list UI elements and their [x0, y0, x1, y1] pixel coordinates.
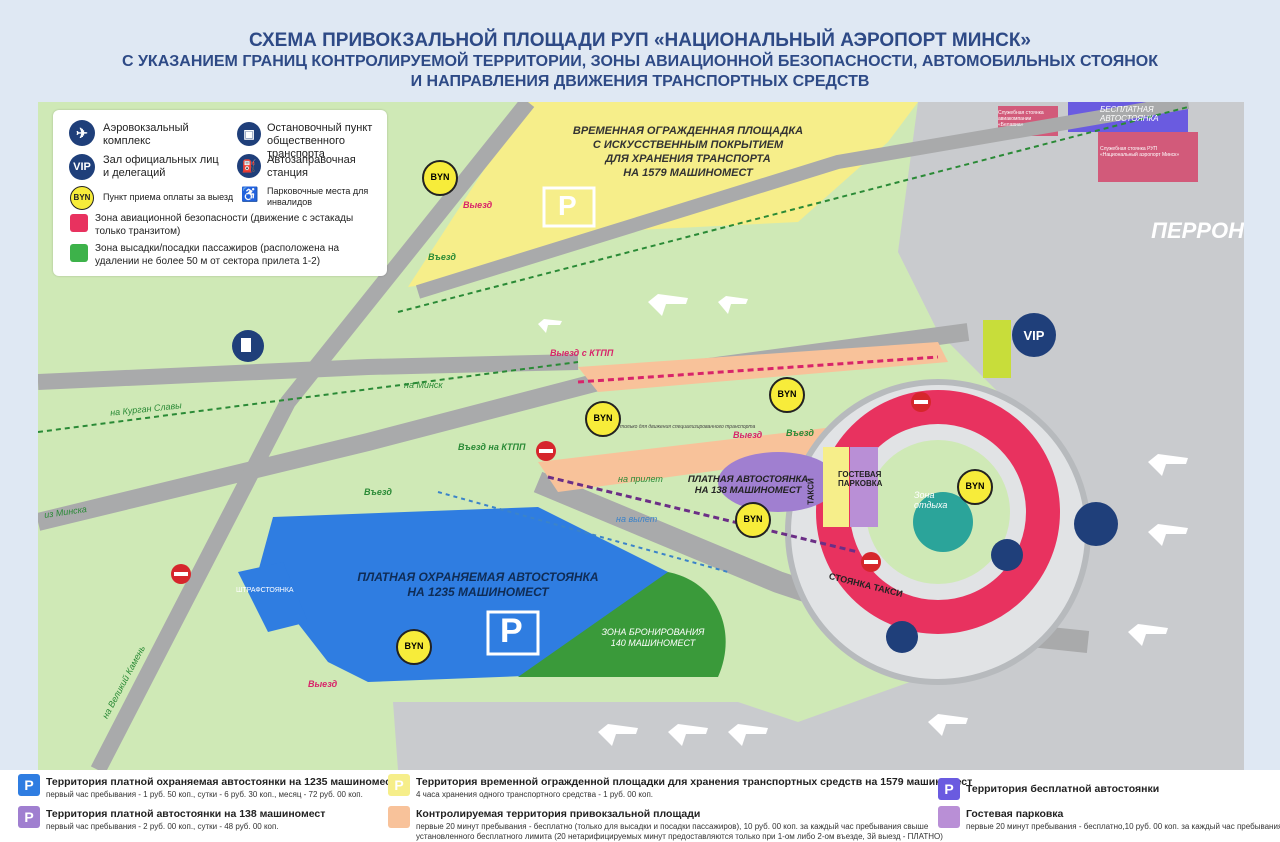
legend-terminal: Аэровокзальный комплекс — [103, 122, 189, 147]
legend-panel: ✈ Аэровокзальный комплекс VIP Зал официа… — [53, 110, 387, 276]
guest-area — [850, 447, 878, 527]
exit-kpp-label: Выезд с КТПП — [550, 348, 614, 358]
vip-icon: VIP — [69, 154, 95, 180]
to-minsk-label: на Минск — [404, 380, 443, 390]
lot138-area — [718, 452, 838, 512]
fuel-icon: ⛽ — [237, 154, 261, 178]
belavia-lot-label: Служебная стоянка авиакомпании «Белавиа» — [998, 110, 1044, 128]
vip-lot — [983, 320, 1011, 378]
legend-bus-stop: Остановочный пункт общественного транспо… — [267, 122, 373, 160]
booking-zone-area — [518, 572, 726, 677]
temp-lot-area — [408, 102, 918, 287]
vip-map-icon — [1012, 313, 1056, 357]
entry-label: Въезд — [428, 252, 456, 262]
title-line-1: СХЕМА ПРИВОКЗАЛЬНОЙ ПЛОЩАДИ РУП «НАЦИОНА… — [248, 30, 1031, 51]
route-pink — [577, 355, 939, 384]
legend-byn: Пункт приема оплаты за выезд — [103, 192, 234, 202]
bottom-legend: P Территория платной охраняемая автостоя… — [0, 770, 1280, 842]
apron-label: ПЕРРОН — [1151, 218, 1244, 243]
parking-icon: P — [938, 778, 960, 800]
to-departure-label: на вылет — [616, 514, 658, 524]
entry-kpp-label: Въезд на КТПП — [458, 442, 526, 452]
bus-map-icon-2 — [886, 621, 918, 653]
special-transport-label: только для движения специализированного … — [620, 424, 756, 430]
legend-fuel: Автозаправочная станция — [267, 154, 356, 179]
route-blue — [437, 491, 729, 573]
legend-vip: Зал официальных лиц и делегаций — [103, 154, 219, 179]
temp-lot-p-letter: P — [558, 190, 577, 221]
title-line-2: С УКАЗАНИЕМ ГРАНИЦ КОНТРОЛИРУЕМОЙ ТЕРРИТ… — [121, 53, 1159, 70]
exit-label: Выезд — [463, 200, 493, 210]
road-top — [415, 102, 1190, 299]
airport-lot-label: Служебная стоянка РУП «Национальный аэро… — [1100, 146, 1180, 158]
parking-icon: P — [18, 774, 40, 796]
airplane-icons — [538, 294, 1188, 746]
title-line-3: И НАПРАВЛЕНИЯ ДВИЖЕНИЯ ТРАНСПОРТНЫХ СРЕД… — [410, 73, 870, 90]
map-canvas — [38, 102, 1244, 770]
rest-zone-label: Зона отдыха — [914, 490, 948, 510]
temp-lot-p — [542, 186, 596, 228]
legend-security-zone: Зона авиационной безопасности (движение … — [95, 213, 354, 237]
byn-label: BYN — [777, 389, 797, 399]
byn-label: BYN — [965, 481, 985, 491]
airport-lot — [1098, 132, 1198, 182]
exit-label-3: Выезд — [733, 430, 763, 440]
legend-dropoff-zone: Зона высадки/посадки пассажиров (располо… — [95, 243, 340, 267]
dropoff-zone-swatch — [70, 244, 88, 262]
vip-map-label: VIP — [1023, 328, 1045, 343]
controlled-swatch — [388, 806, 410, 828]
rest-zone-area — [913, 492, 973, 552]
byn-label: BYN — [743, 514, 763, 524]
byn-label: BYN — [430, 172, 450, 182]
wheelchair-icon: ♿ — [241, 186, 259, 202]
no-entry-icons — [171, 392, 931, 584]
byn-label: BYN — [593, 413, 613, 423]
entry-label-2: Въезд — [364, 487, 392, 497]
penalty-lot-area — [238, 562, 308, 632]
entry-label-3: Въезд — [786, 428, 814, 438]
to-arrival-label: на прилет — [618, 474, 663, 484]
byn-markers — [396, 160, 993, 665]
terminal-map-icon — [1074, 502, 1118, 546]
byn-label: BYN — [404, 641, 424, 651]
route-green — [38, 361, 579, 433]
taxi-area — [823, 447, 849, 527]
road-upper — [38, 354, 579, 390]
route-green-2 — [397, 106, 1189, 313]
main-lot-area — [258, 507, 668, 682]
parking-icon: P — [18, 806, 40, 828]
bus-icon: ▣ — [237, 122, 261, 146]
security-zone-swatch — [70, 214, 88, 232]
controlled-area — [578, 342, 948, 392]
parking-icon: P — [388, 774, 410, 796]
exit-label-2: Выезд — [308, 679, 338, 689]
airplane-icon: ✈ — [69, 120, 95, 146]
legend-disabled: Парковочные места для инвалидов — [267, 186, 369, 207]
byn-icon: BYN — [70, 186, 94, 210]
guest-parking-label: ГОСТЕВАЯ ПАРКОВКА — [838, 470, 883, 488]
main-lot-p-letter: P — [500, 612, 523, 650]
route-purple — [547, 475, 859, 554]
guest-swatch — [938, 806, 960, 828]
main-lot-p — [486, 610, 540, 656]
bus-map-icon — [991, 539, 1023, 571]
road-diag — [90, 102, 535, 770]
taxi-label: ТАКСИ — [806, 478, 816, 505]
penalty-lot-label: ШТРАФСТОЯНКА — [236, 587, 294, 594]
page-title: СХЕМА ПРИВОКЗАЛЬНОЙ ПЛОЩАДИ РУП «НАЦИОНА… — [0, 30, 1280, 92]
